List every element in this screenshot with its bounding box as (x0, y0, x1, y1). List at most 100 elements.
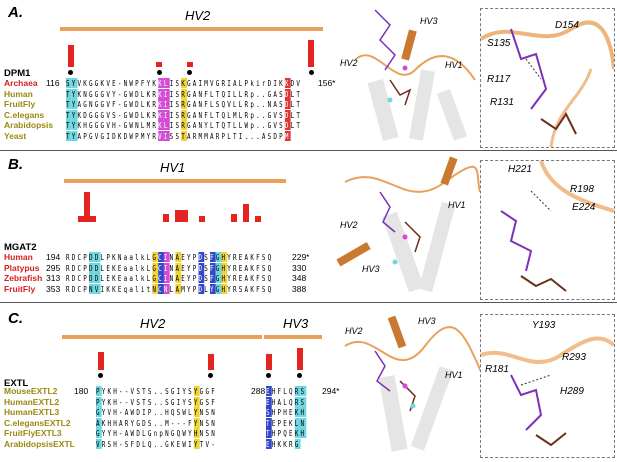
position-dot (309, 70, 314, 75)
hv3-bar (264, 335, 322, 339)
conservation-bar (243, 204, 249, 222)
species-name: FruitFly (4, 99, 36, 109)
hv3-title: HV3 (283, 316, 309, 331)
residue-label: R293 (562, 352, 586, 363)
group-name: DPM1 (4, 68, 31, 79)
conservation-bar (78, 216, 96, 222)
struct-label: HV2 (340, 58, 358, 68)
panel-c-label: C. (8, 310, 23, 327)
conservation-bar (255, 216, 261, 222)
conservation-bar (175, 210, 188, 222)
conservation-bar (231, 214, 237, 222)
position-dot (157, 70, 162, 75)
conservation-bar (208, 354, 214, 370)
start-position: 353 (46, 283, 61, 294)
start-position: 295 (46, 262, 61, 273)
end-position: 229* (292, 252, 310, 262)
zoom-box-c (480, 314, 616, 458)
residue-label: D154 (555, 20, 579, 31)
position-dot (98, 373, 103, 378)
species-name: Yeast (4, 130, 27, 141)
conservation-bar (68, 45, 74, 67)
struct-label: HV1 (445, 370, 463, 380)
residue-label: H289 (560, 386, 584, 397)
hv2-title: HV2 (185, 8, 211, 23)
conservation-bar (163, 214, 169, 222)
hv2-bar (62, 335, 262, 339)
position-dot (266, 373, 271, 378)
struct-label: HV3 (362, 264, 380, 274)
species-name: Human (4, 88, 33, 99)
zoom-structure-c (480, 336, 616, 447)
residue-label: Y193 (532, 320, 556, 331)
species-name: FruitFly (4, 283, 36, 294)
species-name: ArabidopsisEXTL (4, 438, 75, 449)
panel-b-label: B. (8, 156, 23, 173)
start-position: 180 (74, 386, 89, 396)
species-name: HumanEXTL3 (4, 407, 60, 417)
structure-c (344, 315, 484, 452)
position-dot (68, 70, 73, 75)
species-name: Platypus (4, 262, 40, 273)
species-name: HumanEXTL2 (4, 396, 60, 407)
start-position: 194 (46, 252, 61, 262)
zoom-structure-a (479, 20, 616, 148)
hv2-title: HV2 (140, 316, 166, 331)
residue-label: R198 (570, 184, 594, 195)
residue-label: R117 (487, 74, 511, 85)
conservation-bar (308, 40, 314, 67)
zoom-box-b (480, 160, 615, 300)
hv1-bar (64, 179, 286, 183)
species-name: Arabidopsis (4, 120, 54, 130)
residue-label: S135 (487, 38, 511, 49)
conservation-bar (199, 216, 205, 222)
struct-label: HV2 (340, 220, 358, 230)
species-name: C.elegans (4, 109, 45, 120)
struct-label: HV1 (448, 200, 466, 210)
position-dot (297, 373, 302, 378)
group-name: MGAT2 (4, 242, 37, 253)
end-position: 388 (292, 283, 307, 294)
position-dot (208, 373, 213, 378)
species-name: FruitFlyEXTL3 (4, 428, 62, 438)
structure-b (336, 156, 481, 293)
start-position: 116 (46, 78, 60, 88)
conservation-bar (297, 348, 303, 370)
species-name: MouseEXTL2 (4, 386, 58, 396)
residue-label: R181 (485, 364, 509, 375)
residue-label: R131 (490, 97, 514, 108)
conservation-bar (98, 352, 104, 370)
panel-a-label: A. (8, 4, 23, 21)
position-dot (187, 70, 192, 75)
species-name: C.elegansEXTL2 (4, 417, 71, 428)
residue-label: H221 (508, 164, 532, 175)
end-position: 156* (318, 78, 336, 88)
hv2-bar (60, 27, 323, 31)
end-position: 294* (322, 386, 340, 396)
struct-label: HV1 (445, 60, 463, 70)
conservation-bar (266, 354, 272, 370)
species-name: Zebrafish (4, 273, 43, 283)
group-name: EXTL (4, 378, 29, 389)
struct-label: HV3 (420, 16, 438, 26)
